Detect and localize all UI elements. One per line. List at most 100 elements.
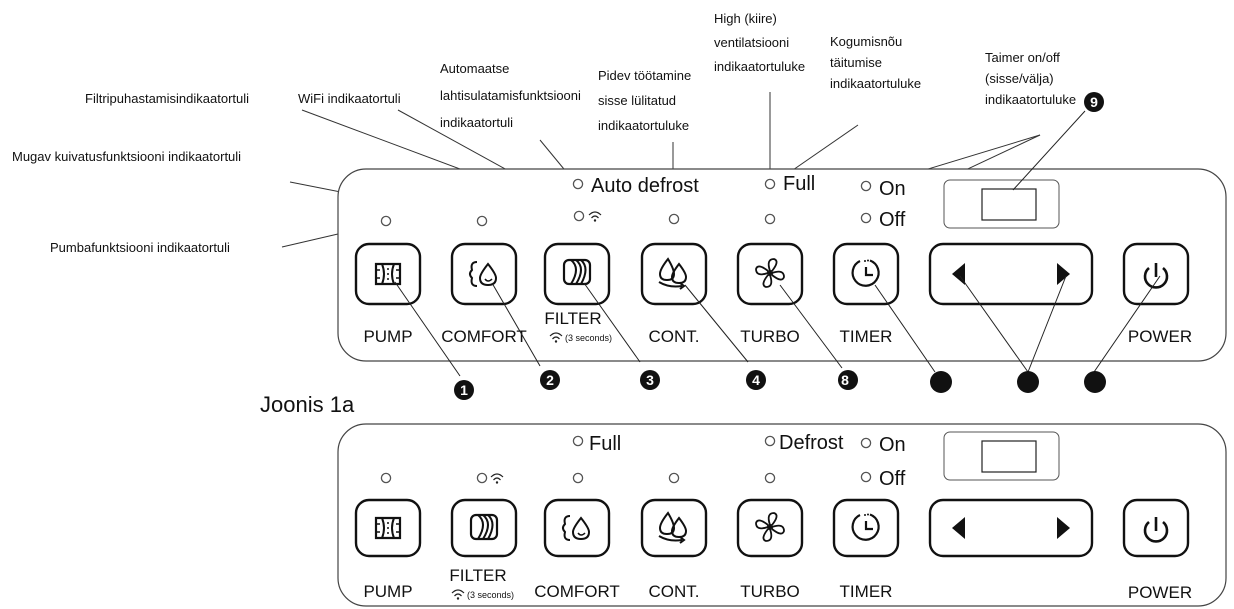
callout-turbo-line-2: ventilatsiooni [714, 35, 789, 50]
panel-1-off-led [860, 212, 872, 224]
panel-1-on-label: On [879, 178, 906, 200]
marker-8: 8 [838, 370, 858, 390]
marker-1: 1 [454, 380, 474, 400]
panel-2-filter-led [476, 472, 488, 484]
panel-2-timer-button[interactable] [832, 498, 900, 558]
callout-autodefrost-line-2: lahtisulatamisfunktsiooni [440, 88, 581, 103]
panel-2-off-led [860, 471, 872, 483]
panel-2-comfort-led [572, 472, 584, 484]
panel-2-timer-label: TIMER [840, 582, 893, 601]
panel-2-cont-button[interactable] [640, 498, 708, 558]
panel-2-pump-button[interactable] [354, 498, 422, 558]
callout-turbo-line-1: High (kiire) [714, 11, 777, 26]
callout-turbo-line-3: indikaatortuluke [714, 59, 805, 74]
panel-2-filter-button[interactable] [450, 498, 518, 558]
right-arrow-icon[interactable] [1057, 263, 1070, 285]
marker-unnumbered-arrows [1017, 371, 1039, 393]
marker-4: 4 [746, 370, 766, 390]
panel-1-timer-button[interactable] [832, 242, 900, 306]
panel-1-comfort-led [476, 215, 488, 227]
panel-2-comfort-button[interactable] [543, 498, 611, 558]
left-arrow-icon[interactable] [952, 263, 965, 285]
panel-1-full-label: Full [783, 173, 815, 195]
panel-1-turbo-button[interactable] [736, 242, 804, 306]
callout-full-line-2: täitumise [830, 55, 882, 70]
panel-2-arrow-buttons[interactable] [928, 498, 1094, 558]
callout-full: Kogumisnõu täitumise indikaatortuluke [830, 34, 921, 91]
callout-timer-line-2: (sisse/välja) [985, 71, 1054, 86]
panel-2-filter-label: FILTER [449, 566, 506, 585]
callout-cont-line-2: sisse lülitatud [598, 93, 676, 108]
callout-turbo: High (kiire) ventilatsiooni indikaatortu… [714, 11, 805, 74]
callout-cont-line-3: indikaatortuluke [598, 118, 689, 133]
marker-2: 2 [540, 370, 560, 390]
panel-1-auto-defrost-led [572, 178, 584, 190]
svg-text:4: 4 [752, 372, 760, 388]
callout-cont: Pidev töötamine sisse lülitatud indikaat… [598, 68, 695, 133]
panel-2-on-led [860, 437, 872, 449]
panel-2-power-label: POWER [1128, 583, 1192, 602]
callout-wifi: WiFi indikaatortuli [298, 91, 401, 106]
callout-cont-line-1: Pidev töötamine [598, 68, 691, 83]
panel-1-power-button[interactable] [1122, 242, 1190, 306]
svg-text:1: 1 [460, 382, 468, 398]
panel-1-arrow-buttons[interactable] [928, 242, 1094, 306]
panel-2-turbo-label: TURBO [740, 582, 800, 601]
panel-2-power-button[interactable] [1122, 498, 1190, 558]
panel-1-comfort-button[interactable] [450, 242, 518, 306]
callout-timer: Taimer on/off (sisse/välja) indikaatortu… [985, 50, 1076, 107]
panel-1-on-led [860, 180, 872, 192]
panel-2-pump-led [380, 472, 392, 484]
marker-3: 3 [640, 370, 660, 390]
callout-filter: Filtripuhastamisindikaatortuli [85, 91, 249, 106]
panel-2-full-label: Full [589, 433, 621, 455]
callout-timer-line-1: Taimer on/off [985, 50, 1060, 65]
svg-text:9: 9 [1090, 94, 1098, 110]
panel-2-turbo-button[interactable] [736, 498, 804, 558]
panel-2-pump-label: PUMP [363, 582, 412, 601]
panel-1-auto-defrost-label: Auto defrost [591, 175, 699, 197]
callout-pump: Pumbafunktsiooni indikaatortuli [50, 240, 230, 255]
right-arrow-icon[interactable] [1057, 517, 1070, 539]
panel-1-turbo-led [764, 213, 776, 225]
panel-1-off-label: Off [879, 209, 906, 231]
panel-2-off-label: Off [879, 468, 906, 490]
callout-timer-line-3: indikaatortuluke [985, 92, 1076, 107]
panel-1-timer-label: TIMER [840, 327, 893, 346]
figure-label: Joonis 1a [260, 392, 355, 417]
panel-2-cont-label: CONT. [649, 582, 700, 601]
left-arrow-icon[interactable] [952, 517, 965, 539]
panel-1-filter-label: FILTER [544, 309, 601, 328]
svg-text:2: 2 [546, 372, 554, 388]
panel-1-full-led [764, 178, 776, 190]
panel-2-defrost-label: Defrost [779, 432, 844, 454]
panel-1-display [981, 188, 1037, 221]
panel-2-comfort-label: COMFORT [534, 582, 620, 601]
marker-9: 9 [1084, 92, 1104, 112]
marker-unnumbered-timer [930, 371, 952, 393]
panel-1-filter-led [573, 210, 585, 222]
panel-1-filter-button[interactable] [543, 242, 611, 306]
callout-comfort: Mugav kuivatusfunktsiooni indikaatortuli [12, 149, 241, 164]
panel-1-power-label: POWER [1128, 327, 1192, 346]
panel-1-cont-label: CONT. [649, 327, 700, 346]
panel-2-cont-led [668, 472, 680, 484]
callout-full-line-1: Kogumisnõu [830, 34, 902, 49]
callout-full-line-3: indikaatortuluke [830, 76, 921, 91]
svg-text:3: 3 [646, 372, 654, 388]
panel-1-pump-button[interactable] [354, 242, 422, 306]
panel-1-cont-button[interactable] [640, 242, 708, 306]
panel-1-filter-sub-label: (3 seconds) [565, 333, 612, 343]
panel-2-turbo-led [764, 472, 776, 484]
marker-leader-lines [394, 110, 1161, 377]
panel-1-pump-label: PUMP [363, 327, 412, 346]
callout-autodefrost: Automaatse lahtisulatamisfunktsiooni ind… [440, 61, 585, 130]
panel-2-display [981, 440, 1037, 473]
marker-unnumbered-power [1084, 371, 1106, 393]
svg-text:8: 8 [841, 372, 849, 388]
panel-1-pump-led [380, 215, 392, 227]
callout-autodefrost-line-3: indikaatortuli [440, 115, 513, 130]
panel-2-filter-sub-label: (3 seconds) [467, 590, 514, 600]
panel-1-cont-led [668, 213, 680, 225]
panel-2-on-label: On [879, 434, 906, 456]
